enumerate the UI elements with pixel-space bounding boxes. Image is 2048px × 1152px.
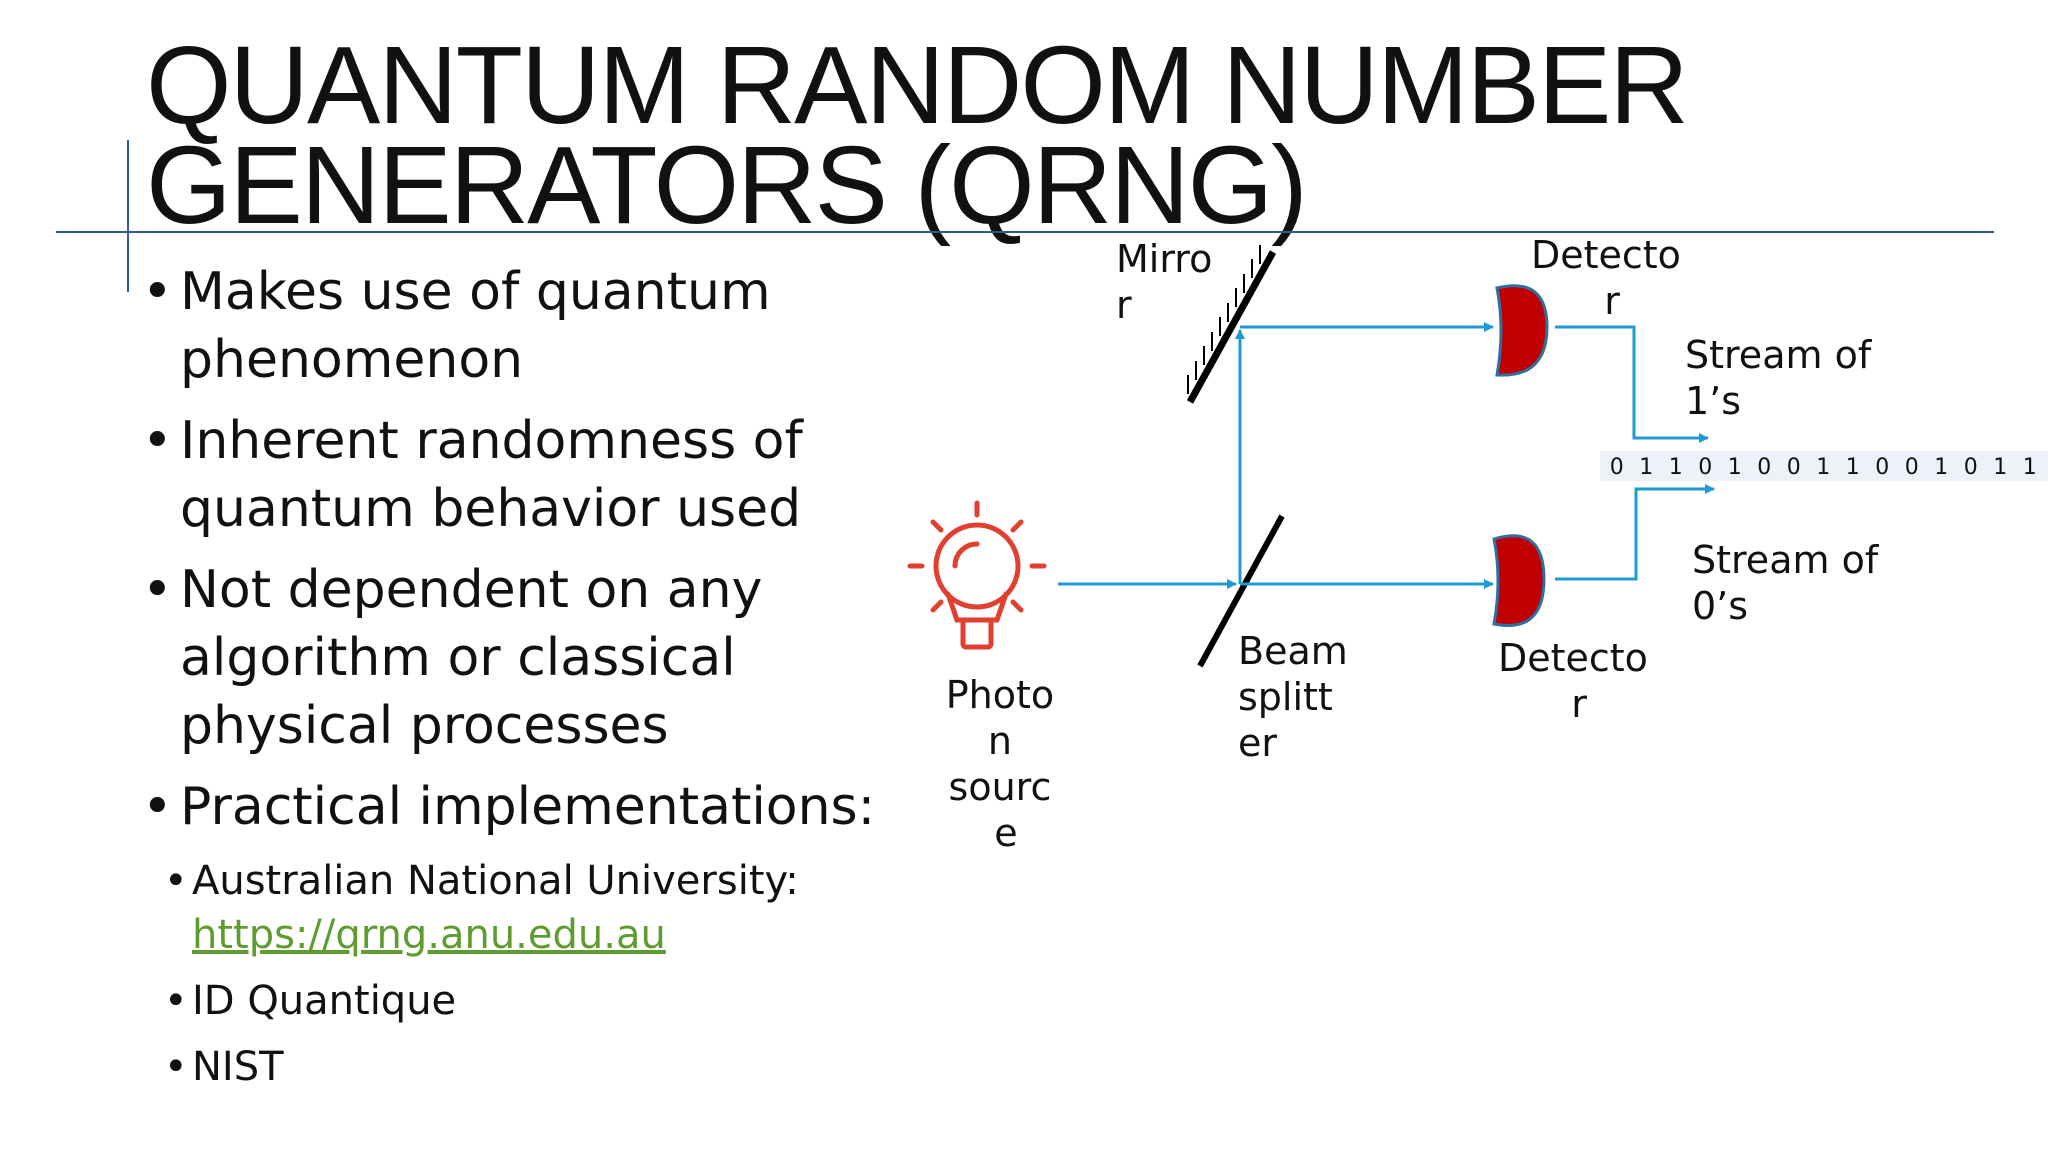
- bit-value: 0: [1610, 455, 1624, 480]
- bit-cell: [1809, 452, 1837, 480]
- bullet-practical-implementations: Practical implementations:: [140, 773, 920, 841]
- title-divider-horizontal: [56, 231, 1994, 233]
- title-line-1: QUANTUM RANDOM NUMBER: [146, 24, 1689, 147]
- sub-bullet-anu: Australian National University: https://…: [140, 854, 920, 962]
- title-line-2: GENERATORS (QRNG): [146, 124, 1308, 247]
- mirror-label: Mirro r: [1116, 237, 1224, 327]
- bit-value: 0: [1964, 455, 1978, 480]
- bit-value: 0: [1905, 455, 1919, 480]
- bit-cell: [1986, 452, 2014, 480]
- bit-value: 0: [1698, 455, 1712, 480]
- sub-bullet-id-quantique: ID Quantique: [140, 974, 920, 1028]
- bit-cell: [1868, 452, 1896, 480]
- detector-top-label: Detecto r: [1531, 233, 1693, 323]
- bit-value: 1: [1639, 455, 1653, 480]
- bit-cell: [1957, 452, 1985, 480]
- bit-cell: [2016, 452, 2044, 480]
- detector-bottom-icon: [1492, 534, 1546, 627]
- stream-ones-label: Stream of 1’s: [1685, 333, 1883, 423]
- stream-zeros-label: Stream of 0’s: [1692, 538, 1890, 628]
- bit-value: 1: [1993, 455, 2007, 480]
- bit-cell: [1691, 452, 1719, 480]
- detector-bottom-label: Detecto r: [1498, 636, 1660, 726]
- bullet-inherent-randomness: Inherent randomness of quantum behavior …: [140, 407, 820, 543]
- anu-label: Australian National University:: [192, 858, 799, 904]
- beam-splitter-label: Beam splitt er: [1238, 629, 1360, 765]
- bit-value: 1: [1669, 455, 1683, 480]
- bit-cell: [1750, 452, 1778, 480]
- photon-source-label: Photo n sourc e: [946, 673, 1067, 855]
- bit-value: 1: [1846, 455, 1860, 480]
- mirror-icon: [1186, 245, 1277, 404]
- bit-value: 0: [1875, 455, 1889, 480]
- slide-title: QUANTUM RANDOM NUMBER GENERATORS (QRNG): [146, 24, 1689, 247]
- sub-bullet-nist: NIST: [140, 1040, 920, 1094]
- bit-value: 1: [1728, 455, 1742, 480]
- bit-cell: [1721, 452, 1749, 480]
- bit-cell: [1927, 452, 1955, 480]
- detector-top-icon: [1495, 284, 1549, 377]
- bit-value: 1: [1816, 455, 1830, 480]
- bit-cell: [1603, 452, 1631, 480]
- bullet-list: Makes use of quantum phenomenon Inherent…: [140, 258, 920, 1106]
- bit-value: 0: [1787, 455, 1801, 480]
- bit-value: 1: [1934, 455, 1948, 480]
- anu-link[interactable]: https://qrng.anu.edu.au: [192, 912, 666, 958]
- bit-cell: [1780, 452, 1808, 480]
- bit-cell: [1898, 452, 1926, 480]
- title-divider-vertical: [127, 140, 129, 292]
- bullet-quantum-phenomenon: Makes use of quantum phenomenon: [140, 258, 820, 394]
- beam-splitter-icon: [1197, 514, 1285, 668]
- bit-cell: [1632, 452, 1660, 480]
- bit-cell: [1839, 452, 1867, 480]
- beam-paths: [1058, 322, 1715, 589]
- bit-value: 1: [2023, 455, 2037, 480]
- lightbulb-icon: [907, 500, 1047, 650]
- bit-cell: [1662, 452, 1690, 480]
- bit-value: 0: [1757, 455, 1771, 480]
- bullet-not-dependent: Not dependent on any algorithm or classi…: [140, 556, 940, 760]
